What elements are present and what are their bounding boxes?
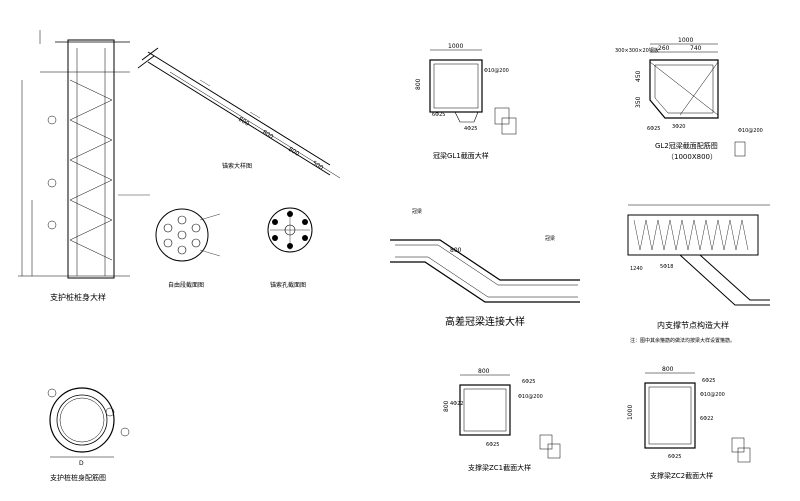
gl2-h1: 450 <box>635 70 642 82</box>
step-beam-title: 高差冠梁连接大样 <box>445 315 525 328</box>
anchor-length-1: 800 <box>237 116 251 128</box>
node-dim-1240: 1240 <box>630 266 643 272</box>
step-beam-detail: 800 冠梁 冠梁 高差冠梁连接大样 <box>390 208 580 328</box>
anchor-detail: 800 800 800 500 锚索大样图 <box>137 47 341 179</box>
anchor-section-hole-title: 锚索孔截面图 <box>270 281 306 289</box>
inner-support-node: 5Φ18 1240 内支撑节点构造大样 注：图中其余箍筋的做法均按梁大样设置箍筋… <box>627 204 770 344</box>
gl1-side-bars: Φ10@200 <box>484 68 509 74</box>
zc2-top-bars: 6Φ25 <box>702 378 715 384</box>
step-dimension: 800 <box>450 247 462 254</box>
zc2-title: 支撑梁ZC2截面大样 <box>650 471 713 480</box>
inner-node-note: 注：图中其余箍筋的做法均按梁大样设置箍筋。 <box>630 337 735 344</box>
zc1-top-bars: 6Φ25 <box>522 379 535 385</box>
gl1-width: 1000 <box>448 43 463 50</box>
gl2-section: 1000 260 740 450 350 300×300×20钢板 3Φ20 6… <box>615 37 763 161</box>
gl2-bottom-bars: 3Φ20 <box>672 124 685 130</box>
gl2-h2: 350 <box>635 96 642 108</box>
pile-diameter: D <box>79 460 84 467</box>
zc1-height: 800 <box>443 400 450 412</box>
zc2-height: 1000 <box>627 405 634 420</box>
anchor-title: 锚索大样图 <box>222 162 252 170</box>
gl2-title: GL2冠梁截面配筋图 <box>655 141 718 150</box>
zc1-hoop: Φ10@200 <box>518 394 543 400</box>
gl2-width: 1000 <box>678 37 693 44</box>
gl1-section: 1000 800 6Φ25 Φ10@200 4Φ25 冠梁GL1截面大样 <box>415 43 517 160</box>
gl2-sub2: 740 <box>690 45 702 52</box>
inner-node-title: 内支撑节点构造大样 <box>657 320 729 330</box>
pile-reinforcement-title: 支护桩桩身配筋图 <box>50 473 106 482</box>
step-beam-left: 冠梁 <box>412 208 422 215</box>
node-bars: 5Φ18 <box>660 264 673 270</box>
zc2-section: 800 1000 6Φ25 6Φ22 Φ10@200 6Φ25 支撑梁ZC2截面… <box>627 366 751 480</box>
anchor-section-free-title: 自由段截面图 <box>168 281 204 289</box>
zc2-bottom-bars: 6Φ25 <box>668 454 681 460</box>
zc1-side-bars: 4Φ22 <box>450 401 463 407</box>
anchor-section-free: 自由段截面图 <box>155 208 221 289</box>
zc1-section: 800 800 6Φ25 4Φ22 Φ10@200 6Φ25 支撑梁ZC1截面大… <box>443 368 561 472</box>
zc2-side-bars: 6Φ22 <box>700 416 713 422</box>
gl1-bottom-bars: 4Φ25 <box>464 126 477 132</box>
pile-body-detail: 支护桩桩身大样 <box>18 30 150 302</box>
gl1-height: 800 <box>415 78 422 90</box>
zc1-title: 支撑梁ZC1截面大样 <box>468 463 531 472</box>
zc2-width: 800 <box>662 366 674 373</box>
gl2-size: （1000X800） <box>667 153 717 161</box>
zc1-width: 800 <box>478 368 490 375</box>
gl1-top-bars: 6Φ25 <box>432 112 445 118</box>
pile-body-title: 支护桩桩身大样 <box>50 292 106 302</box>
gl1-title: 冠梁GL1截面大样 <box>433 151 489 160</box>
zc2-hoop: Φ10@200 <box>700 392 725 398</box>
gl2-top-bars: 6Φ25 <box>647 126 660 132</box>
anchor-section-hole: 锚索孔截面图 <box>267 207 313 289</box>
gl2-sub1: 260 <box>658 45 670 52</box>
pile-reinforcement: D 支护桩桩身配筋图 <box>47 387 130 482</box>
gl2-plate: 300×300×20钢板 <box>615 47 659 54</box>
gl2-hoop: Φ10@200 <box>738 128 763 134</box>
step-beam-right: 冠梁 <box>545 235 555 242</box>
anchor-length-3: 800 <box>287 146 301 158</box>
zc1-bottom-bars: 6Φ25 <box>486 442 499 448</box>
